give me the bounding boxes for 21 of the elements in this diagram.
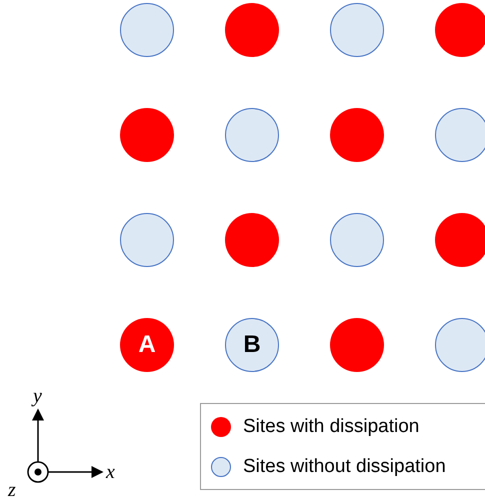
site-circle — [330, 213, 384, 267]
axis-label: y — [33, 386, 42, 406]
site-circle — [435, 108, 485, 162]
site-circle — [120, 213, 174, 267]
dissipative-site-circle: A — [120, 318, 174, 372]
site-circle: B — [225, 318, 279, 372]
dissipative-site-circle — [435, 3, 485, 57]
axis-label: z — [8, 480, 16, 500]
legend-text: Sites without dissipation — [243, 456, 446, 478]
dissipative-site-circle — [330, 108, 384, 162]
dissipative-site-circle — [435, 213, 485, 267]
site-circle — [330, 3, 384, 57]
dissipative-site-circle — [225, 213, 279, 267]
site-circle — [225, 108, 279, 162]
site-circle — [435, 318, 485, 372]
axis-label: x — [106, 462, 115, 482]
legend-text: Sites with dissipation — [243, 416, 420, 438]
dissipative-site-circle — [225, 3, 279, 57]
site-circle — [120, 3, 174, 57]
dissipative-site-circle — [330, 318, 384, 372]
dissipative-site-circle — [120, 108, 174, 162]
